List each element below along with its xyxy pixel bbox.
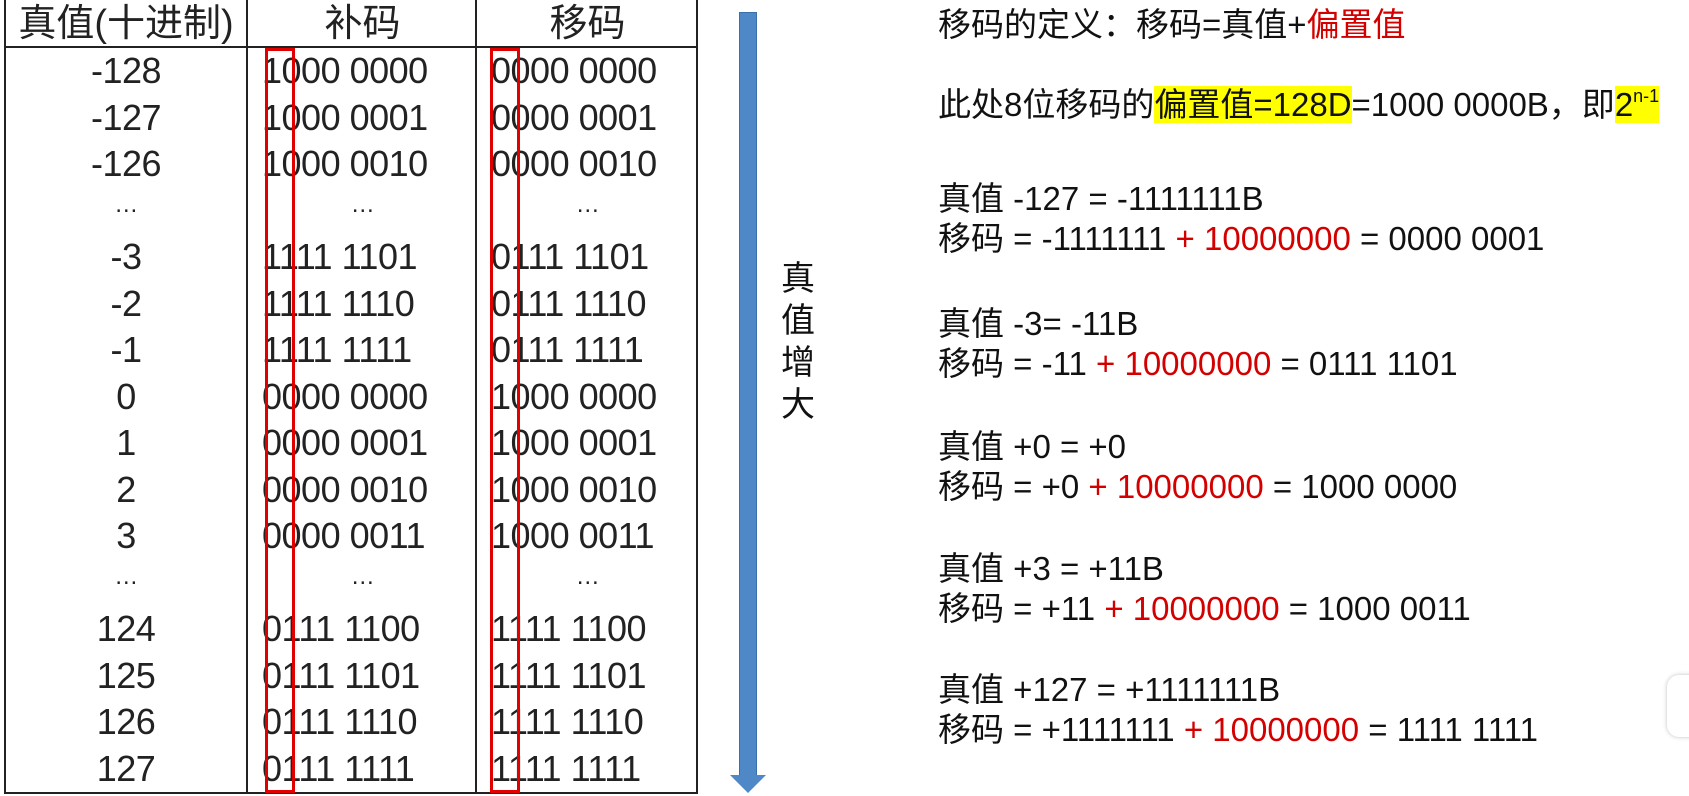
table-cell: 1111 1100 xyxy=(491,608,647,649)
code-result: = 1000 0011 xyxy=(1279,590,1471,627)
table-cell: 1000 0010 xyxy=(262,143,428,184)
arrow-label-char: 大 xyxy=(781,385,815,425)
bias-value-highlight: 偏置值=128D xyxy=(1154,86,1352,123)
example-biased-code: 移码 = -11 + 10000000 = 0111 1101 xyxy=(938,337,1458,385)
table-cell: 127 xyxy=(96,747,156,789)
table-cell: 1000 0000 xyxy=(262,50,428,91)
bias-addend: + 10000000 xyxy=(1175,220,1351,257)
down-arrow-shaft xyxy=(739,12,757,776)
table-cell: -2 xyxy=(110,282,142,324)
example-true-value: 真值 -3= -11B xyxy=(938,305,1139,342)
code-result: = 0000 0001 xyxy=(1350,220,1545,257)
example-biased-code: 移码 = +0 + 10000000 = 1000 0000 xyxy=(938,460,1457,508)
code-prefix: 移码 = +11 xyxy=(938,590,1105,627)
down-arrow-icon xyxy=(730,775,766,793)
bias-power-highlight: 2n-1 xyxy=(1614,86,1660,123)
table-cell: 0111 1110 xyxy=(262,701,418,742)
bias-addend: + 10000000 xyxy=(1104,590,1280,627)
true-value-cells: -128 -127 -126 … -3 -2 -1 0 1 2 3 … 124 125 126 127 xyxy=(6,48,246,792)
table-cell: 1111 1101 xyxy=(262,236,418,277)
code-result: = 0111 1101 xyxy=(1271,345,1458,382)
table-cell: … xyxy=(114,562,138,590)
table-cell: -128 xyxy=(90,50,162,91)
example-biased-code: 移码 = -1111111 + 10000000 = 0000 0001 xyxy=(938,212,1544,260)
arrow-label: 真 值 增 大 xyxy=(778,258,818,426)
definition-text: 移码的定义：移码=真值+ xyxy=(938,6,1307,43)
table-cell: 126 xyxy=(96,701,156,742)
power-exponent: n-1 xyxy=(1633,86,1660,106)
table-cell: … xyxy=(350,190,375,218)
table-cell: -126 xyxy=(90,143,162,184)
floating-side-handle[interactable] xyxy=(1667,675,1689,737)
header-complement: 补码 xyxy=(248,0,477,48)
table-cell: 3 xyxy=(116,515,136,556)
bias-prefix: 此处8位移码的 xyxy=(938,86,1155,123)
table-cell: -3 xyxy=(110,236,142,277)
power-base: 2 xyxy=(1614,86,1634,123)
table-cell: … xyxy=(350,562,375,590)
table-cell: -127 xyxy=(90,96,162,138)
table-cell: 1111 1110 xyxy=(491,701,644,742)
code-result: = 1111 1111 xyxy=(1359,711,1538,748)
table-cell: 1111 1101 xyxy=(491,654,647,696)
example-true-value: 真值 +127 = +1111111B xyxy=(938,671,1281,708)
code-prefix: 移码 = +1111111 xyxy=(938,711,1184,748)
header-true-value: 真值(十进制) xyxy=(6,0,246,48)
table-cell: 1111 1111 xyxy=(262,329,412,370)
example-true-value: 真值 +3 = +11B xyxy=(938,550,1164,587)
code-result: = 1000 0000 xyxy=(1263,468,1458,505)
table-cell: 0 xyxy=(116,375,136,417)
table-cell: 1111 1111 xyxy=(491,747,641,789)
table-cell: 0111 1100 xyxy=(262,608,420,649)
table-cell: 1111 1110 xyxy=(262,282,415,324)
table-cell: 0000 0000 xyxy=(262,375,428,417)
table-cell: … xyxy=(114,190,138,218)
bias-line: 此处8位移码的偏置值=128D=1000 0000B，即2n-1 xyxy=(938,78,1660,126)
table-cell: 2 xyxy=(116,468,136,510)
arrow-label-char: 真 xyxy=(781,259,815,299)
complement-sign-bit-highlight xyxy=(265,48,295,793)
complement-cells: 1000 0000 1000 0001 1000 0010 … 1111 1101 111… xyxy=(248,48,477,792)
bias-addend: + 10000000 xyxy=(1096,345,1272,382)
example-biased-code: 移码 = +1111111 + 10000000 = 1111 1111 xyxy=(938,703,1538,751)
column-complement: 补码 1000 0000 1000 0001 1000 0010 … 1111 1101… xyxy=(246,0,477,792)
table-cell: … xyxy=(575,562,600,590)
table-cell: 0111 1111 xyxy=(262,747,415,789)
table-cell: 1000 0001 xyxy=(262,96,428,138)
bias-addend: + 10000000 xyxy=(1183,711,1360,748)
bias-addend: + 10000000 xyxy=(1088,468,1264,505)
table-cell: 0111 1110 xyxy=(491,282,647,324)
table-cell: 125 xyxy=(96,654,156,696)
table-cell: 124 xyxy=(96,608,156,649)
table-cell: 0000 0011 xyxy=(262,515,426,556)
table-cell: 0000 0010 xyxy=(262,468,428,510)
table-cell: 0000 0001 xyxy=(262,422,428,463)
column-true-value: 真值(十进制) -128 -127 -126 … -3 -2 -1 0 1 2 3 … 124 125 12… xyxy=(6,0,246,792)
definition-line: 移码的定义：移码=真值+偏置值 xyxy=(938,0,1406,46)
code-prefix: 移码 = +0 xyxy=(938,468,1089,505)
arrow-label-char: 值 xyxy=(781,301,815,341)
code-prefix: 移码 = -1111111 xyxy=(938,220,1176,257)
example-biased-code: 移码 = +11 + 10000000 = 1000 0011 xyxy=(938,582,1471,630)
header-biased: 移码 xyxy=(477,0,698,48)
example-true-value: 真值 +0 = +0 xyxy=(938,428,1127,465)
example-true-value: 真值 -127 = -1111111B xyxy=(938,180,1264,217)
table-cell: 0111 1101 xyxy=(262,654,420,696)
table-cell: 1 xyxy=(116,422,136,463)
arrow-label-char: 增 xyxy=(781,343,815,383)
table-cell: -1 xyxy=(110,329,142,370)
table-cell: … xyxy=(575,190,600,218)
bias-binary: =1000 0000B，即 xyxy=(1351,86,1615,123)
encoding-table: 真值(十进制) -128 -127 -126 … -3 -2 -1 0 1 2 3 … 124 125 12… xyxy=(4,0,698,794)
table-cell: 0111 1111 xyxy=(491,329,644,370)
biased-sign-bit-highlight xyxy=(490,48,520,793)
code-prefix: 移码 = -11 xyxy=(938,345,1097,382)
definition-bias-term: 偏置值 xyxy=(1306,6,1406,43)
